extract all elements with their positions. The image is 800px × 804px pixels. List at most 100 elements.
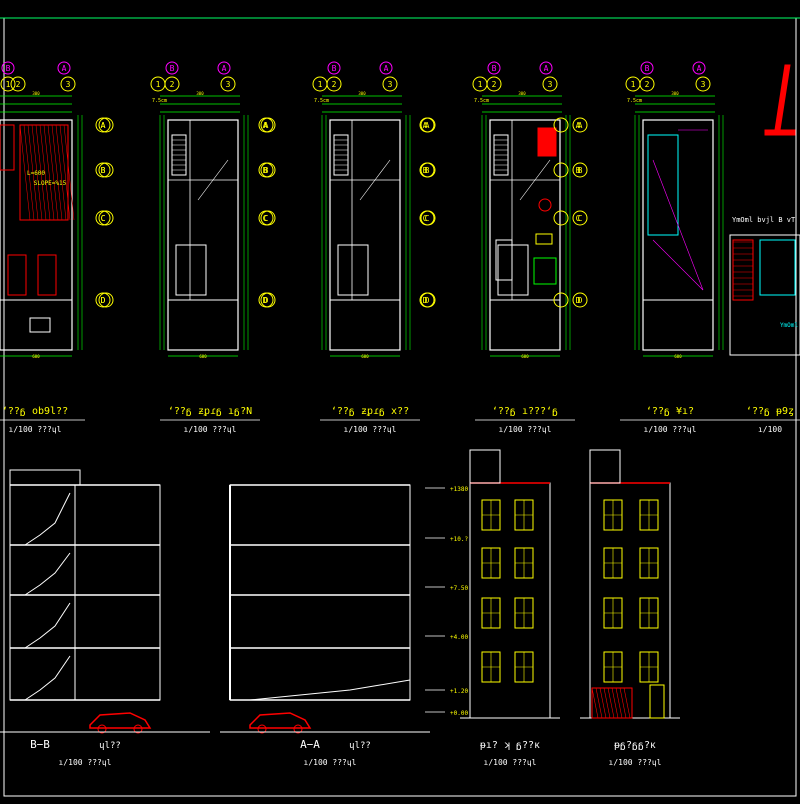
elevation-1 <box>460 449 560 719</box>
stair-tower <box>9 469 81 486</box>
grid-col-label: 3 <box>226 80 231 89</box>
roof-slope-line <box>652 159 704 291</box>
ramp-hatch <box>51 124 63 221</box>
plan-stamp: 7.5cm <box>152 98 167 104</box>
garage-hatch <box>619 687 627 719</box>
grid-bubble <box>165 61 179 75</box>
sheet-note-2: YmOml <box>780 322 798 329</box>
level-text: +10.? <box>450 536 468 543</box>
stair-run <box>24 602 71 649</box>
plan-stamp: 7.5cm <box>627 98 642 104</box>
ramp-slope: SLOPE=%15 <box>34 180 67 187</box>
grid-col-label: 1 <box>631 80 636 89</box>
plan-stamp: 7.5cm <box>314 98 329 104</box>
grid-col-label: 2 <box>332 80 337 89</box>
ramp-line <box>249 679 411 701</box>
grid-col-label: 1 <box>478 80 483 89</box>
grid-bubble-row <box>419 292 435 308</box>
building-outline <box>642 119 714 351</box>
grid-row-label: D <box>101 296 106 305</box>
grid-bubble <box>487 61 501 75</box>
grid-row-label: C <box>264 214 269 223</box>
grid-col-label: 3 <box>388 80 393 89</box>
grid-col-label: 2 <box>492 80 497 89</box>
room-outline <box>497 244 529 296</box>
grid-bubble-row <box>419 210 435 226</box>
plan-scale: ı/100 <box>758 425 782 434</box>
car-wheel <box>293 724 303 734</box>
ramp-hatch <box>43 124 55 221</box>
grid-row-label: A <box>578 121 583 130</box>
stair-run <box>24 655 71 701</box>
grid-col-label: 1 <box>318 80 323 89</box>
roof-slope-line <box>652 239 704 291</box>
ramp-hatch <box>27 124 39 221</box>
grid-row-label: B <box>101 166 106 175</box>
dimension-text: 300 <box>518 91 526 96</box>
grid-bubble-label: B <box>492 64 497 73</box>
grid-bubble-label: A <box>384 64 389 73</box>
dimension-text: 300 <box>32 91 40 96</box>
car-wheel <box>97 724 107 734</box>
grid-bubble-col <box>0 76 16 92</box>
section-subtitle: ɥl?? <box>349 741 371 751</box>
grid-row-label: D <box>576 296 581 305</box>
garage-hatch <box>599 687 607 719</box>
grid-bubble-col <box>164 76 180 92</box>
elevation-scale: ı/100 ???ɥl <box>609 758 662 767</box>
grid-bubble-label: A <box>222 64 227 73</box>
dimension-text: 600 <box>521 354 529 359</box>
grid-bubble-col <box>639 76 655 92</box>
building-outline <box>329 119 401 351</box>
grid-bubble-row <box>553 162 569 178</box>
detail-hatch <box>732 239 754 301</box>
grid-row-label: B <box>576 166 581 175</box>
grid-bubble-label: B <box>645 64 650 73</box>
garage-hatch <box>603 687 611 719</box>
grid-bubble <box>327 61 341 75</box>
grid-bubble-row <box>572 117 588 133</box>
grid-bubble-col <box>326 76 342 92</box>
garage-hatch <box>615 687 623 719</box>
roof-skylight <box>647 134 679 236</box>
plan-stamp: 7.5cm <box>474 98 489 104</box>
grid-bubble-col <box>60 76 76 92</box>
grid-row-label: D <box>423 296 428 305</box>
car-2 <box>37 254 57 296</box>
grid-bubble-row <box>95 162 111 178</box>
section-subtitle: ɥl?? <box>99 741 121 751</box>
grid-bubble-row <box>258 292 274 308</box>
grid-bubble-row <box>572 210 588 226</box>
stair-run <box>24 552 71 596</box>
sections-group: +1380+10.?+7.50+4.00+1.20+0.00 <box>0 469 468 734</box>
plan-title: ʻ??ᵷ ob9l?? <box>2 405 68 417</box>
plan-title: ʻ??ᵷ ᵶᵱɾᵷ x?? <box>331 405 409 417</box>
level-text: +0.00 <box>450 710 468 717</box>
car-1 <box>7 254 27 296</box>
grid-row-label: A <box>101 121 106 130</box>
grid-col-label: 1 <box>156 80 161 89</box>
section-outline <box>9 484 161 701</box>
garage-hatch <box>591 687 599 719</box>
dimension-text: 300 <box>358 91 366 96</box>
grid-bubble-row <box>572 162 588 178</box>
garage-hatch <box>611 687 619 719</box>
ramp-hatch <box>59 124 71 221</box>
grid-row-label: C <box>578 214 583 223</box>
stair-run <box>24 492 71 546</box>
red-logo-mark <box>764 64 796 136</box>
dimension-text: 600 <box>199 354 207 359</box>
grid-row-label: C <box>101 214 106 223</box>
grid-row-label: A <box>264 121 269 130</box>
level-text: +7.50 <box>450 585 468 592</box>
section-scale: ı/100 ???ɥl <box>59 758 112 767</box>
grid-row-label: A <box>425 121 430 130</box>
section-2 <box>220 484 430 734</box>
grid-row-label: D <box>578 296 583 305</box>
grid-bubble <box>217 61 231 75</box>
grid-row-label: C <box>263 214 268 223</box>
